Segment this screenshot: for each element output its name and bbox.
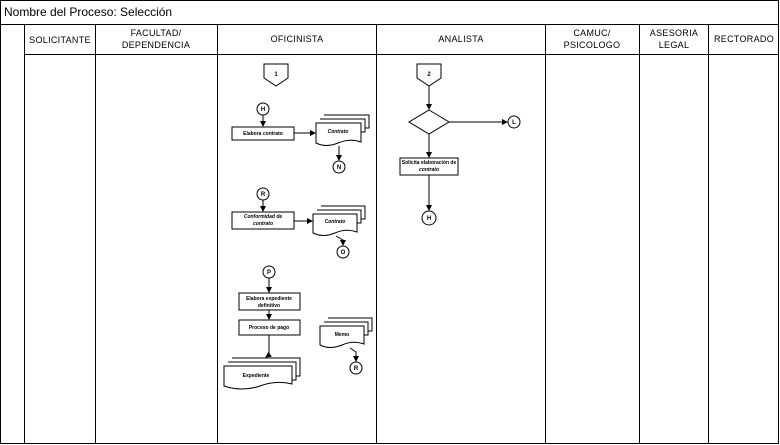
label-elabora-expediente-line1: Elabora expediente [246,296,292,302]
label-connector-h-top: H [261,107,265,113]
label-document-expediente: Expediente [243,373,270,379]
lane-header-facultad-line1: FACULTAD/ [131,28,182,38]
connector-h-bottom [421,210,437,226]
lane-header-solicitante: SOLICITANTE [29,35,91,45]
lane-header-oficinista: OFICINISTA [271,34,324,44]
document-contrato-2 [312,213,358,236]
label-document-contrato-1: Contrato [328,129,349,135]
connector-r-bottom [349,361,363,375]
label-connector-r-bottom: R [354,366,359,372]
lane-header-camuc-line2: PSICOLOGO [564,40,621,50]
document-contrato-1 [315,122,362,146]
label-document-contrato-2: Contrato [325,219,346,225]
label-connector-r-top: R [261,192,266,198]
label-off-page-1: 1 [274,72,278,78]
lane-header-analista: ANALISTA [438,34,483,44]
label-connector-p: P [267,270,271,276]
label-off-page-2: 2 [427,72,431,78]
connector-l [507,115,521,129]
connector-o [336,245,350,259]
label-connector-h-bottom: H [427,216,431,222]
flow-labels: 1 2 H N R O P R L H Elabora contrato Con… [243,72,517,379]
label-elabora-contrato: Elabora contrato [243,131,283,137]
arrow-contrato-to-o [335,235,346,246]
lane-headers: SOLICITANTE FACULTAD/ DEPENDENCIA OFICIN… [29,28,774,50]
document-expediente [223,365,293,390]
lane-header-rectorado: RECTORADO [714,34,774,44]
label-proceso-pago: Proceso de pago [249,325,289,331]
lane-header-camuc-line1: CAMUC/ [573,28,610,38]
document-memo [319,325,365,348]
label-elabora-expediente-line2: definitivo [258,303,280,309]
label-connector-n: N [337,165,341,171]
label-solicita-line1: Solicita elaboración de [402,160,457,166]
label-conformidad-line2: contrato [253,221,273,227]
off-page-connector-1 [263,63,289,87]
label-conformidad-line1: Conformidad de [244,214,283,220]
lane-header-asesoria-line2: LEGAL [659,40,690,50]
connector-n [332,160,346,174]
process-title: Nombre del Proceso: Selección [4,5,172,19]
label-connector-l: L [512,120,516,126]
label-connector-o: O [341,250,346,256]
flow-lines [260,86,508,362]
arrow-memo-to-r [349,347,359,362]
off-page-connector-2 [416,63,442,87]
label-solicita-line2: contrato [419,167,439,173]
label-document-memo: Memo [335,332,349,338]
lane-header-facultad-line2: DEPENDENCIA [122,40,190,50]
decision-diamond [408,109,450,135]
lane-header-asesoria-line1: ASESORIA [650,28,698,38]
arrow-pago-to-expediente-doc [265,335,272,358]
